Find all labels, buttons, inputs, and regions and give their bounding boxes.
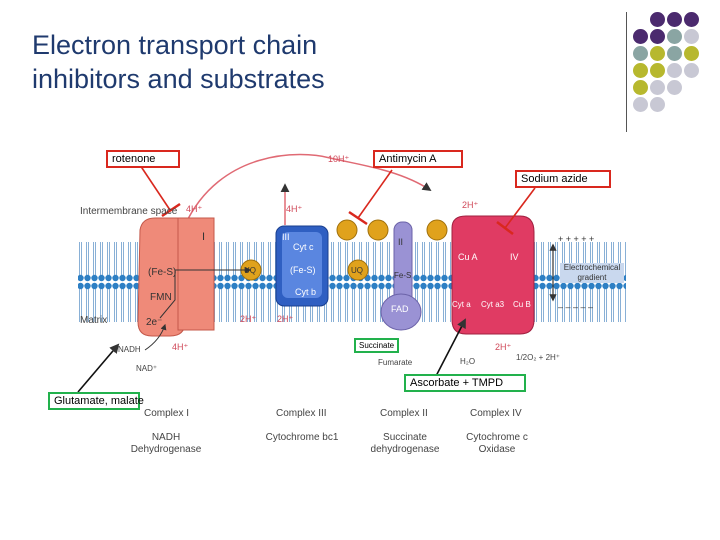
h2-c: 2H⁺ (277, 314, 294, 324)
complex-III-roman: III (282, 232, 290, 242)
decorative-dot (650, 97, 665, 112)
decorative-dot (667, 63, 682, 78)
decorative-vertical-line (626, 12, 627, 132)
footer-complex-III: Complex III (276, 408, 327, 419)
h4-a: 4H⁺ (186, 204, 203, 214)
glutamate-callout: Glutamate, malate (48, 392, 144, 410)
decorative-dot (633, 80, 648, 95)
cyt-c-label: Cyt c (293, 242, 314, 252)
plus-signs: + + + + + (558, 234, 594, 244)
cyt-c-sphere-2 (367, 219, 389, 241)
decorative-dot (650, 12, 665, 27)
fes-ii-label: Fe-S (394, 271, 411, 280)
matrix-label: Matrix (80, 315, 107, 326)
half-o2-label: 1/2O₂ + 2H⁺ (516, 353, 560, 362)
decorative-dot (684, 29, 699, 44)
azide-arrow (504, 187, 536, 229)
decorative-dot (667, 46, 682, 61)
decorative-dot (684, 12, 699, 27)
complex-II-roman: II (398, 237, 403, 247)
h2-b: 2H⁺ (240, 314, 257, 324)
uq-label-1: UQ (244, 266, 256, 275)
page-title: Electron transport chain inhibitors and … (32, 28, 325, 96)
cyt-b-label: Cyt b (295, 287, 316, 297)
h4-b: 4H⁺ (286, 204, 303, 214)
minus-signs: – – – – – (558, 302, 593, 312)
decorative-dot (684, 63, 699, 78)
intermembrane-label: Intermembrane space (80, 206, 178, 217)
h2o-label: H₂O (460, 357, 475, 366)
nadh-path (144, 323, 167, 351)
complex-II-head (380, 293, 422, 331)
complex-I-2e: 2e⁻ (146, 317, 162, 328)
uq-sphere-2 (347, 259, 369, 281)
electrochem-label: Electrochemical gradient (560, 263, 624, 283)
complex-I-fmn: FMN (150, 292, 172, 303)
decorative-dot (633, 29, 648, 44)
complex-I-fes: (Fe-S) (148, 267, 176, 278)
sodium-azide-callout: Sodium azide (515, 170, 611, 188)
footer-sub-II: Succinate dehydrogenase (370, 432, 440, 455)
footer-sub-I: NADH Dehydrogenase (130, 432, 202, 455)
decorative-dot (650, 46, 665, 61)
antimycin-callout: Antimycin A (373, 150, 463, 168)
cub-label: Cu B (513, 300, 531, 309)
ascorbate-callout: Ascorbate + TMPD (404, 374, 526, 392)
complex-III-band (282, 232, 322, 298)
cua-label: Cu A (458, 252, 478, 262)
complex-I-roman: I (202, 231, 205, 243)
complex-IV (451, 215, 535, 335)
rotenone-arrow (139, 164, 171, 211)
rotenone-bar (161, 202, 181, 218)
glutamate-arrow (77, 343, 120, 393)
fumarate-label: Fumarate (378, 358, 413, 367)
h10-label: 10H⁺ (328, 154, 350, 164)
h4-c: 4H⁺ (172, 342, 189, 352)
antimycin-bar (348, 210, 368, 226)
azide-bar (496, 221, 514, 235)
decorative-dot (633, 63, 648, 78)
decorative-dot (633, 97, 648, 112)
decorative-dot (667, 80, 682, 95)
uq-label-2: UQ (351, 266, 363, 275)
title-line-2: inhibitors and substrates (32, 64, 325, 94)
decorative-dot (650, 63, 665, 78)
cyt-c-sphere-3 (426, 219, 448, 241)
decorative-dot (667, 29, 682, 44)
h2-a: 2H⁺ (462, 200, 479, 210)
ascorbate-arrow (434, 318, 466, 379)
footer-complex-I: Complex I (144, 408, 190, 419)
proton-arc (184, 153, 432, 226)
footer-complex-IV: Complex IV (470, 408, 522, 419)
complex-IV-roman: IV (510, 252, 519, 262)
fes-iii-label: (Fe-S) (290, 265, 316, 275)
footer-complex-II: Complex II (380, 408, 428, 419)
succinate-callout: Succinate (354, 338, 400, 353)
decorative-dot (650, 29, 665, 44)
cyta3-label: Cyt a3 (481, 300, 505, 309)
cyt-c-sphere-1 (336, 219, 358, 241)
decorative-dot (650, 80, 665, 95)
fad-label: FAD (391, 304, 409, 314)
nad-label: NAD⁺ (136, 364, 157, 373)
nadh-label: NADH (118, 345, 141, 354)
decorative-dot (633, 46, 648, 61)
footer-sub-IV: Cytochrome c Oxidase (466, 432, 528, 455)
complex-I-arm (177, 217, 215, 331)
decorative-dot (667, 12, 682, 27)
electron-path (159, 267, 252, 319)
footer-sub-III: Cytochrome bc1 (265, 432, 339, 443)
h2-d: 2H⁺ (495, 342, 512, 352)
cyta-label: Cyt a (452, 300, 471, 309)
rotenone-callout: rotenone (106, 150, 180, 168)
antimycin-arrow (357, 169, 393, 219)
decorative-dot (684, 46, 699, 61)
title-line-1: Electron transport chain (32, 30, 318, 60)
